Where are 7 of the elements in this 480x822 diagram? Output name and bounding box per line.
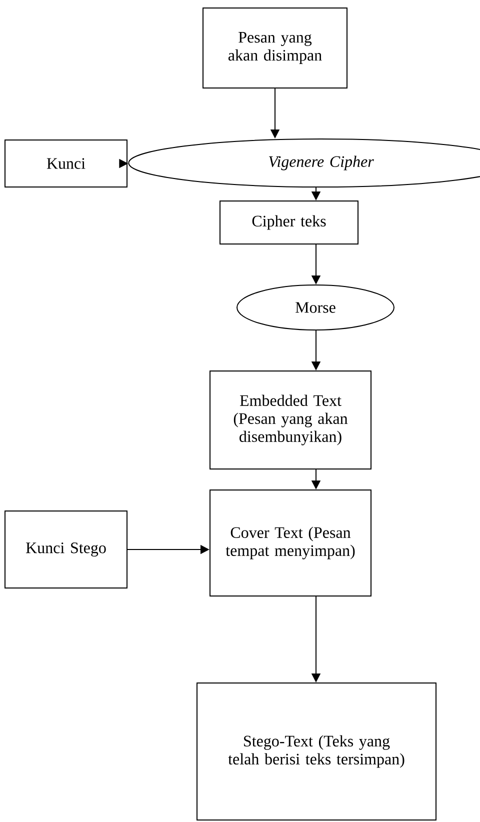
input-box: Kunci Stego	[4, 510, 128, 588]
process-box: Pesan yang akan disimpan	[202, 8, 348, 88]
process-box: Cipher teks	[220, 200, 358, 244]
output-box: Stego-Text (Teks yang telah berisi teks tersimpan)	[196, 682, 436, 820]
process-box: Cover Text (Pesan tempat menyimpan)	[210, 490, 372, 596]
input-box: Kunci	[4, 140, 128, 188]
process-box: Embedded Text (Pesan yang akan disembunyikan)	[210, 370, 372, 470]
